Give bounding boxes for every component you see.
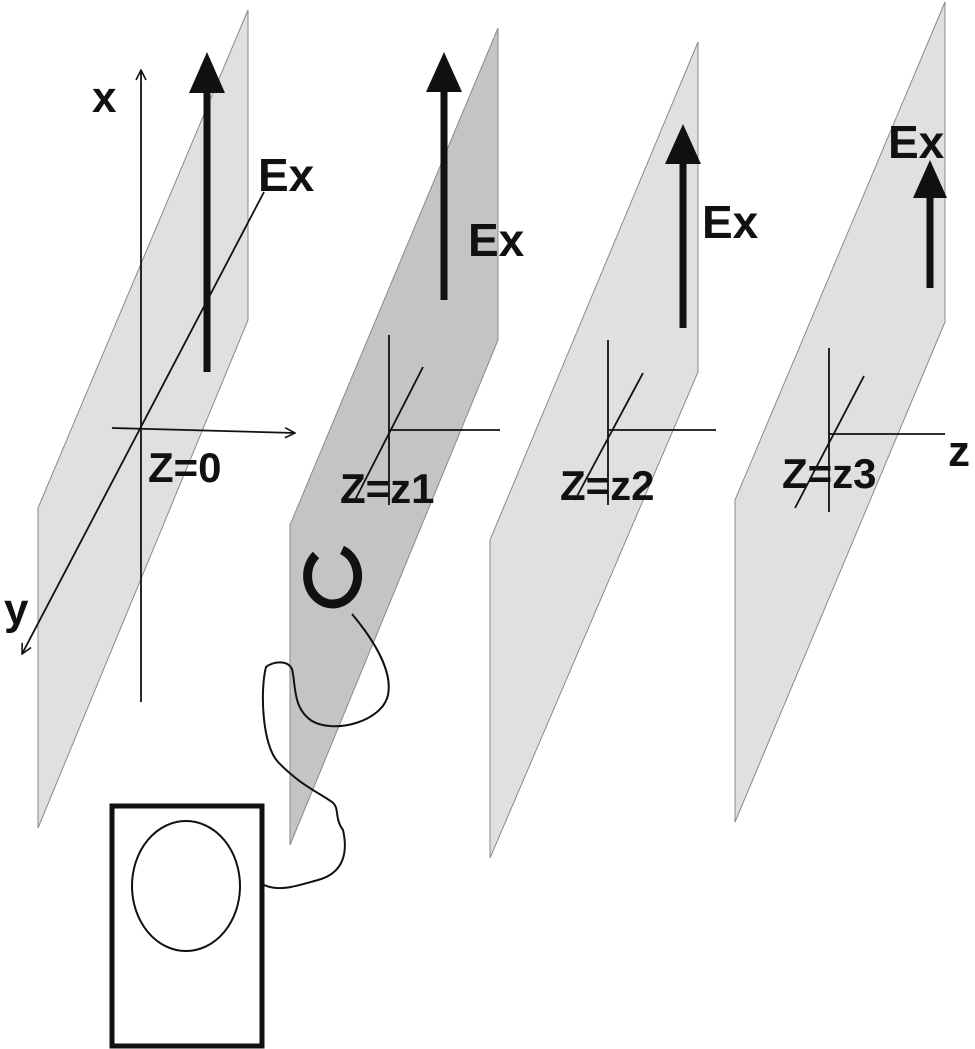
plane-label-z0: Z=0	[148, 444, 222, 491]
plane-label-z1: Z=z1	[340, 465, 435, 512]
ex-label-z0: Ex	[258, 149, 315, 201]
probe-cable	[261, 613, 390, 890]
plane-z2-y-axis	[574, 372, 644, 501]
ex-label-z2: Ex	[702, 196, 759, 248]
probe-loop	[303, 545, 363, 609]
ex-arrowhead-z2	[665, 124, 701, 164]
plane-label-z3: Z=z3	[782, 450, 877, 497]
y-axis-label: y	[4, 585, 29, 634]
ex-label-z3: Ex	[888, 116, 945, 168]
plane-z1	[289, 27, 500, 846]
ex-arrowhead-z1	[426, 52, 462, 92]
plane-z3-y-axis	[794, 375, 865, 509]
z-axis	[111, 428, 295, 433]
x-axis-label: x	[92, 73, 117, 122]
ex-arrowhead-z0	[189, 52, 225, 93]
oscilloscope-icon	[109, 803, 265, 1049]
ex-arrowhead-z3	[913, 160, 947, 198]
plane-z1-y-axis	[354, 366, 424, 501]
plane-label-z2: Z=z2	[560, 462, 655, 509]
z-axis-label: z	[948, 427, 970, 476]
plane-z2	[489, 41, 716, 859]
plane-z3	[734, 1, 947, 823]
y-axis	[22, 191, 265, 654]
plane-z0-sheet	[37, 9, 249, 829]
plane-z0	[22, 9, 295, 829]
plane-z3-sheet	[734, 1, 946, 823]
plane-z1-sheet	[289, 27, 499, 846]
plane-z2-sheet	[489, 41, 699, 859]
ex-label-z1: Ex	[468, 214, 525, 266]
receiver-screen	[131, 820, 241, 952]
loop-antenna-icon	[303, 545, 363, 609]
